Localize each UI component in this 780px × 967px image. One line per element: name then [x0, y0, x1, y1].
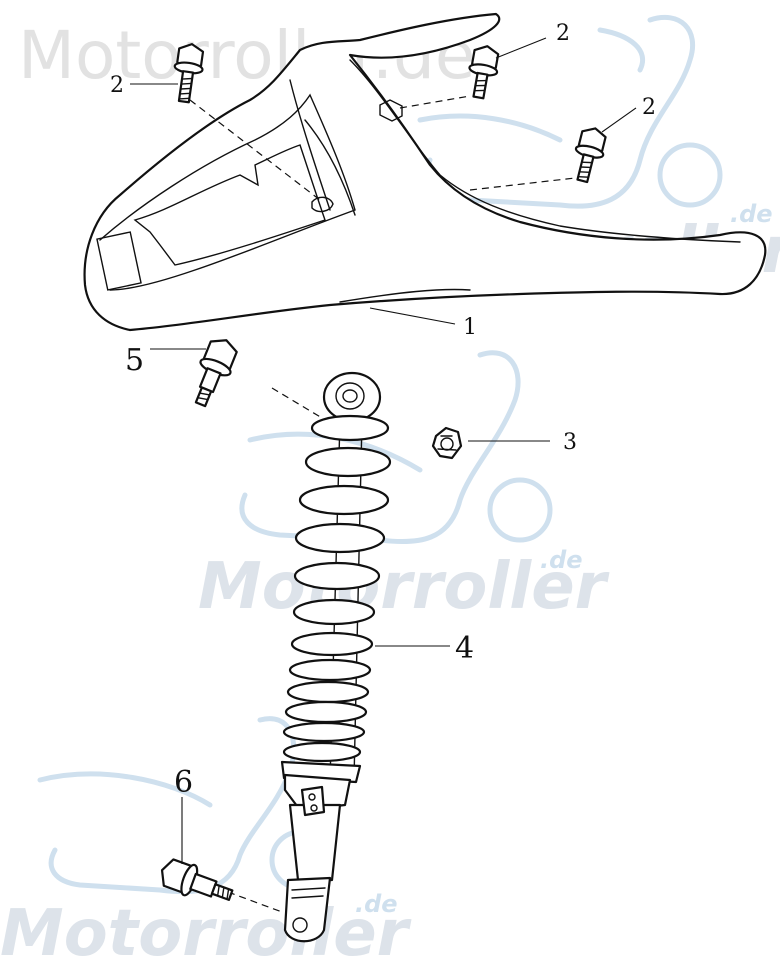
- spring-coil: [290, 631, 374, 657]
- spring-coil: [310, 414, 390, 442]
- callout-part-2-right: 2: [642, 95, 656, 120]
- watermark-suffix-3: .de: [355, 890, 398, 918]
- shock-absorber: [280, 371, 392, 943]
- carrier-inner-rail: [99, 93, 356, 291]
- flange-bolt-right: [574, 127, 607, 184]
- callout-part-6: 6: [174, 765, 193, 800]
- carrier-right-wing: [349, 59, 741, 243]
- callout-part-4: 4: [455, 631, 474, 666]
- spring-coil: [294, 522, 386, 554]
- carrier-slot: [96, 231, 142, 291]
- assembly-lines: [189, 95, 576, 913]
- watermark-brand-3: Motorroller: [0, 897, 412, 967]
- carrier-bracket: [83, 12, 767, 332]
- flange-bolt-left: [173, 43, 205, 104]
- spring-coil: [288, 658, 372, 682]
- spring-coil: [282, 741, 362, 763]
- watermark-suffix-2: .de: [540, 546, 583, 574]
- carrier-side-web: [289, 79, 356, 216]
- carrier-mount-hole-left: [311, 196, 334, 213]
- spring-coil: [304, 446, 392, 478]
- leader-lines: [130, 37, 637, 864]
- callouts: 2 2 2 1 5 3 4 6: [110, 21, 656, 800]
- watermark-suffix-1: .de: [730, 200, 773, 228]
- callout-part-3: 3: [563, 430, 577, 455]
- shock-lower-bolt: [160, 858, 234, 901]
- flange-nut: [431, 426, 463, 460]
- shock-bottom-eye: [283, 876, 332, 943]
- flange-bolt-top-right: [468, 45, 500, 100]
- shock-upper-bolt: [194, 339, 238, 408]
- carrier-mount-nut: [379, 99, 403, 122]
- spring-coil: [284, 700, 368, 724]
- spring-coil: [298, 484, 390, 516]
- carrier-inner-cutout: [133, 144, 326, 266]
- callout-part-2-left: 2: [110, 73, 124, 98]
- shock-top-eye: [322, 371, 382, 423]
- shock-mount-tab: [300, 785, 326, 817]
- spring-coil: [292, 598, 376, 626]
- callout-part-2-top-right: 2: [556, 21, 570, 46]
- callout-part-1: 1: [463, 315, 477, 340]
- shock-body-tube: [288, 803, 342, 882]
- spring-coil: [286, 680, 370, 704]
- spring-coil: [293, 561, 381, 591]
- spring-coil: [282, 721, 366, 743]
- watermark-brand-2: Motorroller: [198, 550, 610, 624]
- scooter-logo-middle: [239, 350, 553, 545]
- carrier-bottom-edge: [339, 288, 471, 303]
- callout-part-5: 5: [125, 343, 144, 378]
